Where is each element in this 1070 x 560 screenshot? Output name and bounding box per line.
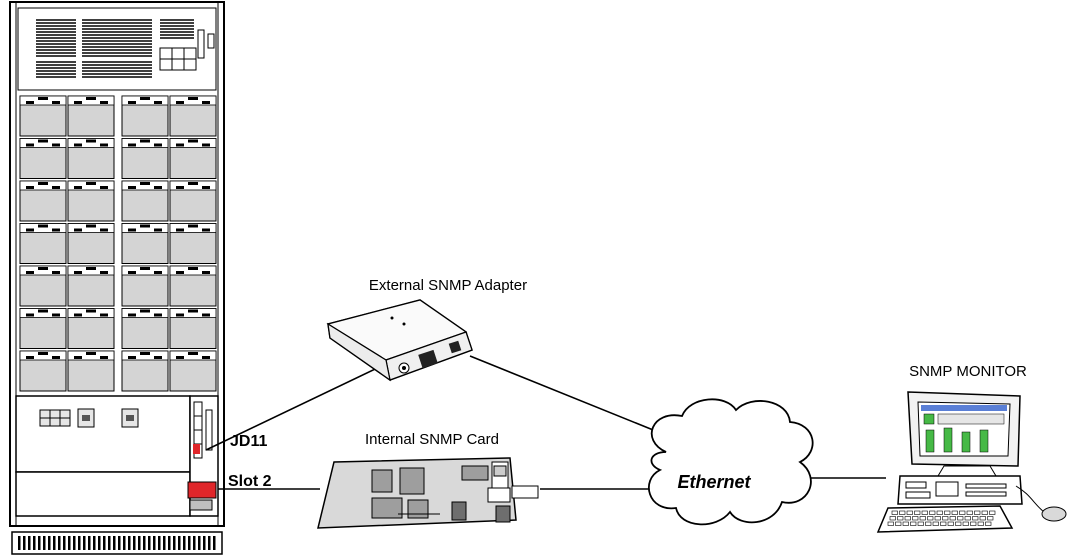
cabinet-vent-panel (17, 7, 217, 91)
power-module (121, 138, 169, 179)
cabinet-slot-column (187, 395, 219, 517)
power-module (169, 265, 217, 307)
power-module (67, 223, 115, 264)
cabinet-bottom-vent (11, 531, 223, 555)
slot2-highlight (187, 481, 217, 499)
power-module (67, 95, 115, 137)
power-module (169, 350, 217, 392)
power-module (121, 95, 169, 137)
cable-jd11-to-adapter (205, 359, 395, 451)
power-module (19, 180, 67, 222)
snmp-monitor-computer (876, 391, 1067, 533)
power-module (67, 265, 115, 307)
power-module (169, 180, 217, 222)
ethernet-cloud (648, 398, 814, 526)
power-module (121, 265, 169, 307)
internal-snmp-card-label: Internal SNMP Card (365, 431, 499, 448)
snmp-monitor-label: SNMP MONITOR (909, 363, 1027, 380)
ethernet-label: Ethernet (677, 472, 751, 492)
jd11-port (193, 444, 200, 454)
jd11-label: JD11 (230, 433, 267, 450)
ups-cabinet (9, 1, 225, 555)
power-module (121, 350, 169, 392)
power-module (19, 95, 67, 137)
mouse (1041, 506, 1067, 522)
power-module (19, 223, 67, 264)
power-module (121, 308, 169, 349)
power-module (67, 180, 115, 222)
connection-lines (205, 355, 886, 490)
power-module (19, 350, 67, 392)
power-module (67, 138, 115, 179)
power-module (169, 138, 217, 179)
power-module (121, 223, 169, 264)
external-snmp-adapter (326, 299, 473, 382)
power-module (19, 308, 67, 349)
computer-case (897, 475, 1023, 505)
cabinet-control-panel (15, 395, 191, 517)
power-module (19, 138, 67, 179)
power-module (169, 223, 217, 264)
power-module (169, 95, 217, 137)
external-snmp-adapter-label: External SNMP Adapter (369, 277, 527, 294)
internal-snmp-card (317, 457, 539, 529)
power-module (67, 350, 115, 392)
slot2-label: Slot 2 (228, 473, 272, 490)
cable-adapter-to-ethernet (469, 355, 669, 437)
power-module (19, 265, 67, 307)
power-module (121, 180, 169, 222)
power-module (67, 308, 115, 349)
power-module (169, 308, 217, 349)
power-module-grid (19, 95, 217, 392)
